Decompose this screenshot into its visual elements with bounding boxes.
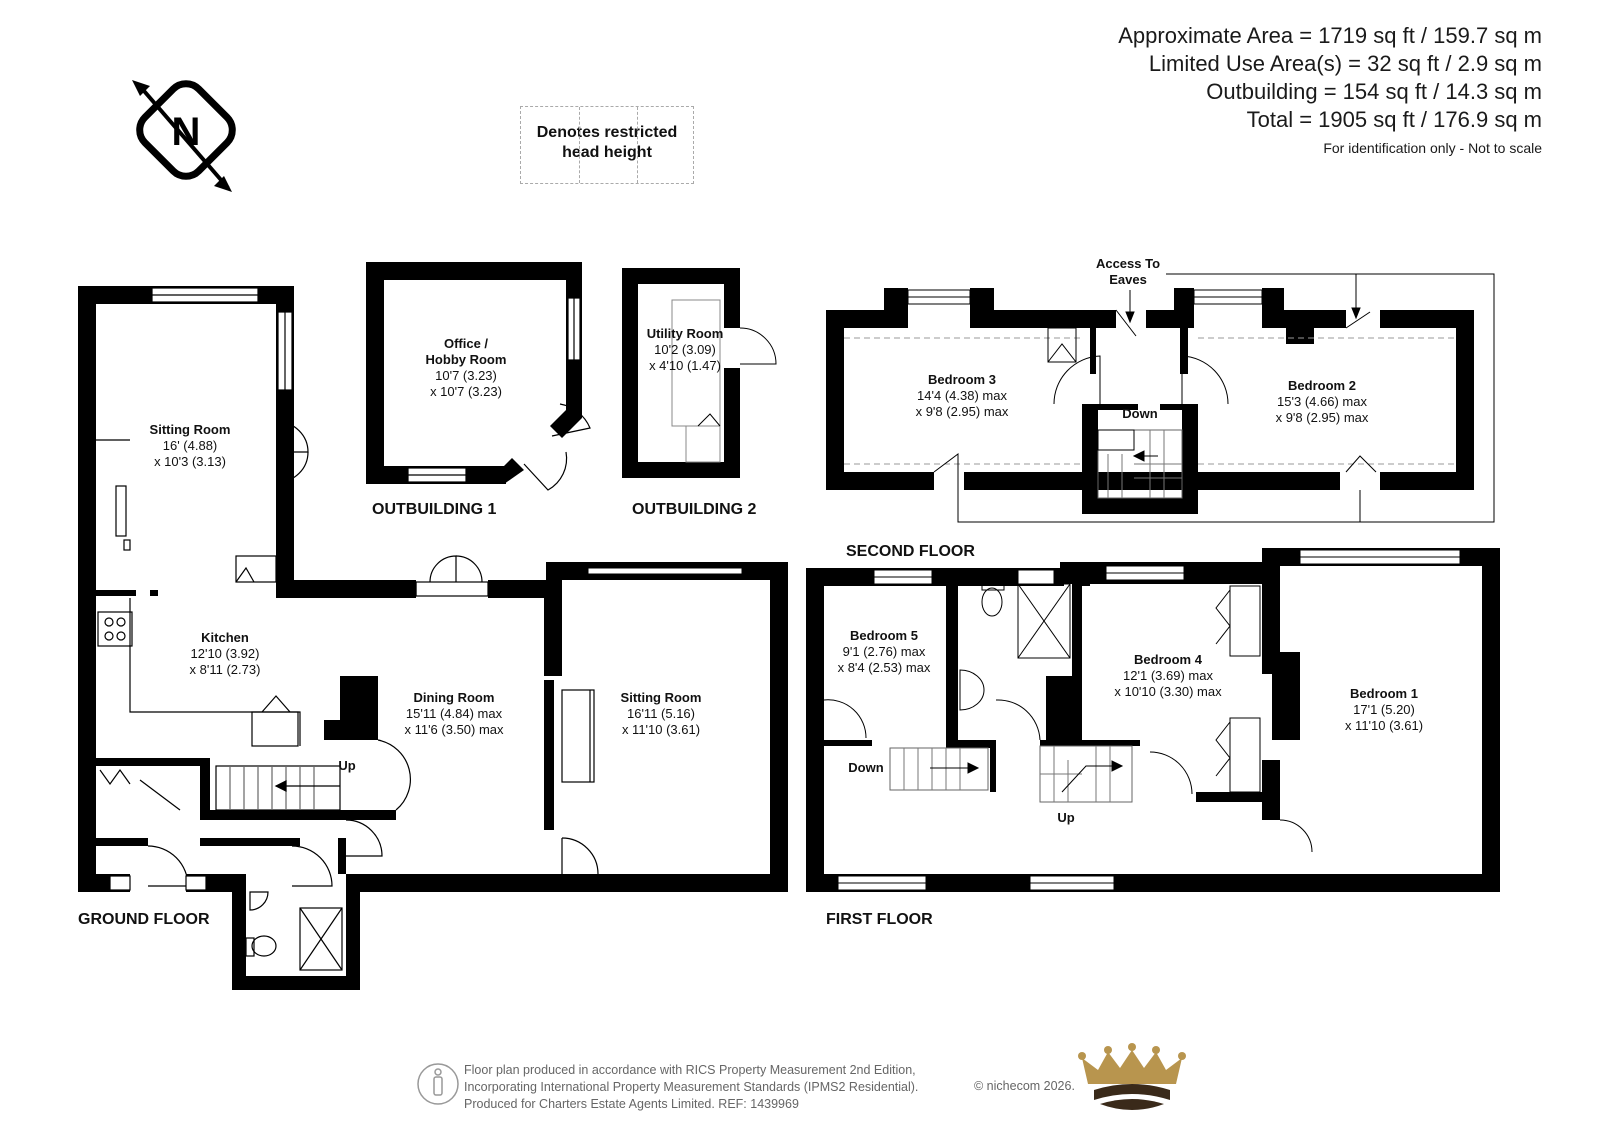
room-kitchen-dim2: x 8'11 (2.73) [190,662,261,677]
room-bedroom4-name: Bedroom 4 [1134,652,1203,667]
room-bedroom3-name: Bedroom 3 [928,372,996,387]
room-bedroom5-dim1: 9'1 (2.76) max [843,644,926,659]
stairs-down-first: Down [848,760,883,775]
second-floor [826,288,1474,514]
access-eaves-line1: Access To [1096,256,1160,271]
room-sitting-room-name: Sitting Room [150,422,231,437]
area-summary: Approximate Area = 1719 sq ft / 159.7 sq… [1118,22,1542,158]
room-office-name2: Hobby Room [426,352,507,367]
room-bedroom3-dim2: x 9'8 (2.95) max [916,404,1009,419]
outbuilding-2 [622,268,740,478]
limited-use-area: Limited Use Area(s) = 32 sq ft / 2.9 sq … [1148,51,1542,76]
room-utility-dim2: x 4'10 (1.47) [649,358,721,373]
room-bedroom5-name: Bedroom 5 [850,628,918,643]
room-sitting-room-dim2: x 10'3 (3.13) [154,454,226,469]
room-bedroom1-name: Bedroom 1 [1350,686,1418,701]
label-outbuilding-2: OUTBUILDING 2 [632,501,757,518]
disclaimer: For identification only - Not to scale [1323,140,1542,156]
room-kitchen-dim1: 12'10 (3.92) [191,646,260,661]
room-utility-name: Utility Room [647,326,724,341]
stairs-up-ground: Up [338,758,355,773]
footer-line-1: Floor plan produced in accordance with R… [464,1063,916,1077]
legend-line-1: Denotes restricted [536,124,678,141]
room-kitchen-name: Kitchen [201,630,249,645]
room-sitting-room-main-name: Sitting Room [621,690,702,705]
compass-letter: N [172,110,201,154]
room-dining-room-dim1: 15'11 (4.84) max [406,706,503,721]
room-bedroom1-dim1: 17'1 (5.20) [1353,702,1415,717]
stairs-up-first: Up [1057,810,1074,825]
label-second-floor: SECOND FLOOR [846,543,975,560]
restricted-height-legend: Denotes restricted head height [520,106,694,184]
copyright: © nichecom 2026. [974,1079,1075,1093]
room-utility-dim1: 10'2 (3.09) [654,342,716,357]
north-compass-icon: N [132,80,236,192]
approximate-area: Approximate Area = 1719 sq ft / 159.7 sq… [1118,23,1542,48]
footer: Floor plan produced in accordance with R… [464,1062,918,1113]
ground-floor-details [96,287,599,971]
footer-line-3: Produced for Charters Estate Agents Limi… [464,1097,799,1111]
room-bedroom2-dim1: 15'3 (4.66) max [1277,394,1367,409]
room-office-dim1: 10'7 (3.23) [435,368,497,383]
room-sitting-room-dim1: 16' (4.88) [163,438,218,453]
room-bedroom2-name: Bedroom 2 [1288,378,1356,393]
room-bedroom4-dim1: 12'1 (3.69) max [1123,668,1213,683]
label-first-floor: FIRST FLOOR [826,911,933,928]
room-bedroom4-dim2: x 10'10 (3.30) max [1114,684,1222,699]
room-bedroom1-dim2: x 11'10 (3.61) [1345,718,1423,733]
crown-logo-icon [1078,1043,1186,1110]
room-office-name: Office / [444,336,488,351]
room-dining-room-dim2: x 11'6 (3.50) max [404,722,504,737]
person-scale-icon [417,1063,459,1105]
label-ground-floor: GROUND FLOOR [78,911,210,928]
access-eaves-line2: Eaves [1109,272,1147,287]
room-sitting-room-main-dim2: x 11'10 (3.61) [622,722,700,737]
outbuilding-area: Outbuilding = 154 sq ft / 14.3 sq m [1206,79,1542,104]
room-bedroom3-dim1: 14'4 (4.38) max [917,388,1007,403]
stairs-down-second: Down [1122,406,1157,421]
room-sitting-room-main-dim1: 16'11 (5.16) [627,706,695,721]
room-bedroom5-dim2: x 8'4 (2.53) max [838,660,931,675]
room-office-dim2: x 10'7 (3.23) [430,384,502,399]
total-area: Total = 1905 sq ft / 176.9 sq m [1246,107,1542,132]
room-dining-room-name: Dining Room [414,690,495,705]
label-outbuilding-1: OUTBUILDING 1 [372,501,497,518]
footer-line-2: Incorporating International Property Mea… [464,1080,919,1094]
legend-line-2: head height [562,144,652,161]
room-bedroom2-dim2: x 9'8 (2.95) max [1276,410,1369,425]
